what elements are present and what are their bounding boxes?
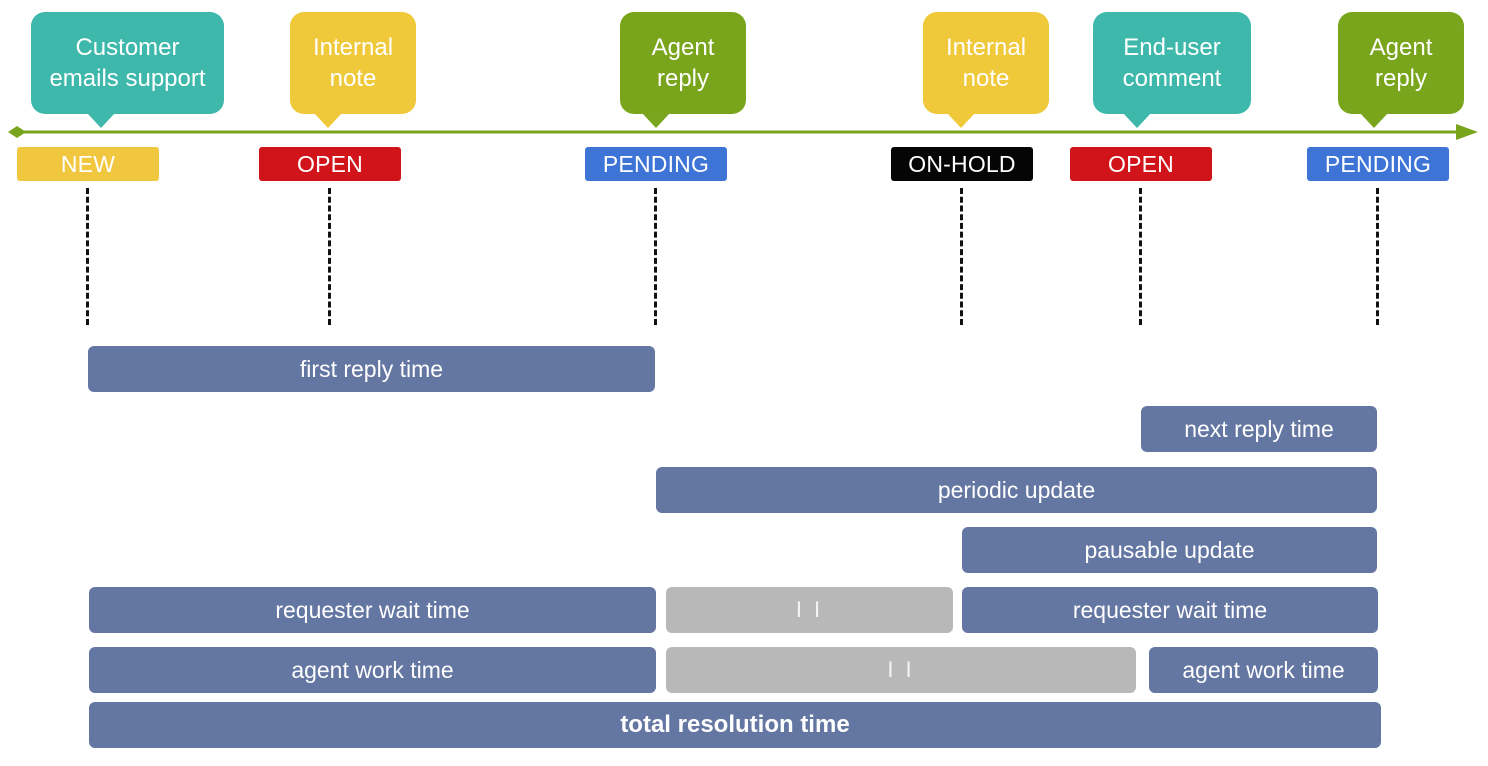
dropline-on-hold (960, 188, 963, 325)
callout-customer-emails-support: Customer emails support (31, 12, 224, 128)
callout-text-line1: Agent (651, 34, 715, 61)
callout-text-line1: Customer (75, 34, 180, 61)
callout-text-line1: End-user (1123, 34, 1221, 61)
bar-requester-wait-time-2: requester wait time (962, 587, 1378, 633)
callout-text-line2: emails support (49, 65, 206, 92)
callout-pointer (947, 113, 975, 128)
callout-text-line2: note (329, 65, 377, 92)
callout-pointer (1360, 113, 1388, 128)
dropline-pending-2 (1376, 188, 1379, 325)
status-badge-pending-2: PENDING (1307, 147, 1449, 181)
status-badge-new: NEW (17, 147, 159, 181)
callout-pointer (314, 113, 342, 128)
bar-pausable-update: pausable update (962, 527, 1377, 573)
status-badge-open-2: OPEN (1070, 147, 1212, 181)
callout-agent-reply-1: Agent reply (620, 12, 746, 128)
callout-text-line1: Agent (1369, 34, 1433, 61)
bar-periodic-update: periodic update (656, 467, 1377, 513)
callout-pointer (87, 113, 115, 128)
bar-agent-work-time-2: agent work time (1149, 647, 1378, 693)
bar-next-reply-time: next reply time (1141, 406, 1377, 452)
timeline-start-diamond (8, 126, 26, 138)
callout-text-line1: Internal (945, 34, 1027, 61)
bar-agent-work-paused: I I (666, 647, 1136, 693)
bar-first-reply-time: first reply time (88, 346, 655, 392)
bar-agent-work-time-1: agent work time (89, 647, 656, 693)
status-badge-on-hold: ON-HOLD (891, 147, 1033, 181)
callout-pointer (1123, 113, 1151, 128)
callout-internal-note-2: Internal note (923, 12, 1049, 128)
timeline-arrowhead (1456, 124, 1478, 140)
callout-internal-note-1: Internal note (290, 12, 416, 128)
bar-requester-wait-time-1: requester wait time (89, 587, 656, 633)
timeline-arrow (8, 124, 1478, 140)
bar-requester-wait-paused: I I (666, 587, 953, 633)
callout-text-line2: comment (1122, 65, 1222, 92)
status-badge-open-1: OPEN (259, 147, 401, 181)
bar-total-resolution-time: total resolution time (89, 702, 1381, 748)
dropline-open-2 (1139, 188, 1142, 325)
dropline-new (86, 188, 89, 325)
dropline-pending-1 (654, 188, 657, 325)
callout-agent-reply-2: Agent reply (1338, 12, 1464, 128)
status-badge-pending-1: PENDING (585, 147, 727, 181)
callout-end-user-comment: End-user comment (1093, 12, 1251, 128)
callout-text-line2: reply (656, 65, 710, 92)
callout-text-line2: note (962, 65, 1010, 92)
callout-pointer (642, 113, 670, 128)
callout-text-line2: reply (1374, 65, 1428, 92)
dropline-open-1 (328, 188, 331, 325)
callout-text-line1: Internal (312, 34, 394, 61)
